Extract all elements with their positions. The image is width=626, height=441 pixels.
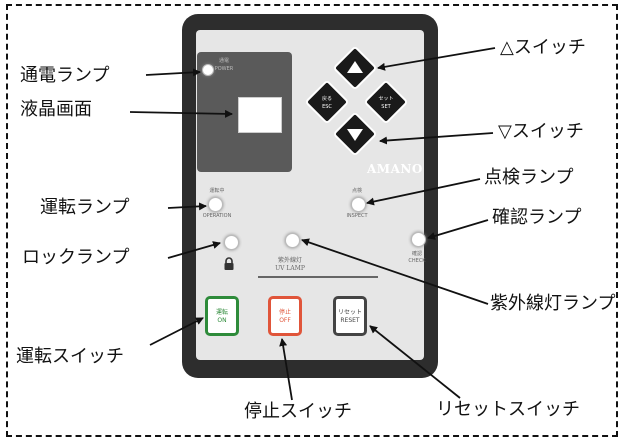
- leader-lcd-screen: [129, 109, 233, 118]
- callout-inspect-lamp: 点検ランプ: [484, 167, 574, 188]
- leader-inspect-lamp: [366, 178, 481, 206]
- operation-lamp-label-en: OPERATION: [202, 213, 232, 219]
- check-lamp: [411, 232, 426, 247]
- leader-run-switch: [149, 317, 204, 346]
- inspect-lamp-label-en: INSPECT: [346, 213, 368, 219]
- leader-up-switch: [377, 47, 496, 71]
- uv-divider: [258, 276, 378, 278]
- uv-lamp: [285, 233, 300, 248]
- leader-lock-lamp: [167, 241, 221, 259]
- reset-switch-label-en: RESET: [340, 317, 360, 324]
- inspect-lamp-label: 点検: [351, 188, 362, 194]
- callout-power-lamp: 通電ランプ: [20, 65, 110, 86]
- stop-switch-label-en: OFF: [279, 317, 291, 324]
- leader-uv-lamp: [301, 238, 489, 305]
- power-lamp-label: 通電: [218, 58, 229, 64]
- brand-logo: AMANO: [367, 162, 423, 176]
- down-arrow-icon: [347, 129, 363, 141]
- uv-lamp-label-en: UV LAMP: [275, 265, 305, 272]
- leader-down-switch: [379, 132, 494, 145]
- callout-lcd-screen: 液晶画面: [20, 99, 92, 120]
- callout-check-lamp: 確認ランプ: [492, 207, 582, 228]
- stop-switch-label: 停止: [278, 309, 291, 316]
- callout-reset-switch: リセットスイッチ: [436, 399, 580, 420]
- leader-reset-switch: [369, 325, 461, 399]
- leader-stop-switch: [279, 338, 293, 401]
- reset-switch-label: リセット: [337, 309, 362, 316]
- set-label: セット: [378, 96, 394, 102]
- callout-down-switch: ▽スイッチ: [498, 121, 584, 142]
- callout-up-switch: △スイッチ: [500, 37, 586, 58]
- run-switch[interactable]: 運転 ON: [205, 296, 239, 336]
- operation-lamp-label: 運転中: [209, 188, 225, 194]
- callout-run-switch: 運転スイッチ: [16, 346, 124, 367]
- reset-switch[interactable]: リセット RESET: [333, 296, 367, 336]
- leader-operation-lamp: [167, 202, 207, 211]
- callout-stop-switch: 停止スイッチ: [244, 401, 352, 422]
- set-label-en: SET: [381, 104, 391, 110]
- esc-label-en: ESC: [322, 104, 332, 110]
- dashed-frame: [6, 4, 618, 437]
- inspect-lamp: [351, 197, 366, 212]
- operation-lamp: [208, 197, 223, 212]
- lock-icon: [223, 256, 235, 275]
- run-switch-label-en: ON: [217, 317, 227, 324]
- callout-lock-lamp: ロックランプ: [22, 247, 130, 268]
- up-arrow-icon: [347, 61, 363, 73]
- uv-lamp-label: 紫外線灯: [277, 257, 302, 264]
- stop-switch[interactable]: 停止 OFF: [268, 296, 302, 336]
- power-lamp-label-en: POWER: [214, 66, 234, 72]
- power-lamp: [202, 64, 214, 76]
- lock-lamp: [224, 235, 239, 250]
- esc-label: 戻る: [321, 96, 332, 102]
- lcd-screen: [238, 97, 282, 133]
- callout-uv-lamp: 紫外線灯ランプ: [490, 293, 616, 314]
- callout-operation-lamp: 運転ランプ: [40, 197, 130, 218]
- leader-check-lamp: [427, 219, 489, 240]
- check-lamp-label: 確認: [411, 251, 422, 257]
- check-lamp-label-en: CHECK: [408, 258, 426, 264]
- leader-power-lamp: [145, 68, 201, 77]
- run-switch-label: 運転: [215, 309, 228, 316]
